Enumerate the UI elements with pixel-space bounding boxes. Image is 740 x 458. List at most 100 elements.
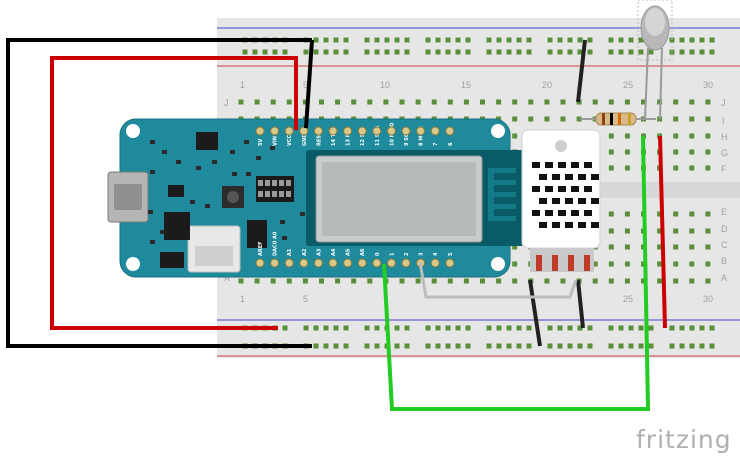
breadboard-hole (431, 278, 437, 284)
breadboard-hole (415, 99, 421, 105)
rail-hole (313, 325, 319, 331)
sensor-grille (532, 162, 599, 228)
pin-label-bottom: 4 (433, 252, 439, 256)
smd-component (282, 236, 287, 240)
breadboard-hole (319, 99, 324, 105)
rail-hole (557, 343, 563, 349)
smd-component (232, 172, 237, 176)
rail-hole (282, 49, 288, 55)
breadboard-hole (657, 211, 663, 217)
rail-hole (669, 343, 675, 349)
pin-pad-bottom (270, 258, 280, 268)
rail-hole (435, 325, 441, 331)
smd-component (150, 170, 155, 174)
chip (160, 252, 184, 268)
row-label-f: F (721, 164, 727, 174)
pin-pad-top (284, 126, 294, 136)
rail-hole (587, 325, 593, 331)
rail-hole (486, 49, 492, 55)
breadboard-hole (689, 149, 695, 155)
header-pin (265, 180, 270, 186)
row-label-j: J (721, 98, 726, 108)
rail-hole (455, 325, 461, 331)
rail-hole (709, 49, 715, 55)
rail-hole (394, 343, 400, 349)
rail-hole (587, 49, 593, 55)
breadboard-hole (624, 133, 630, 139)
rail-hole (384, 37, 390, 43)
rail-hole (567, 343, 573, 349)
rail-hole (435, 343, 441, 349)
breadboard-hole (689, 133, 695, 139)
rail-hole (343, 343, 349, 349)
rail-hole (547, 49, 553, 55)
breadboard-hole (544, 278, 550, 284)
small-components (148, 140, 305, 244)
breadboard-hole (689, 165, 695, 171)
rail-hole (445, 325, 451, 331)
rail-hole (242, 49, 248, 55)
header-pin (258, 191, 263, 197)
breadboard-hole (608, 261, 614, 267)
breadboard-hole (286, 278, 292, 284)
breadboard-hole (544, 99, 550, 105)
breadboard-hole (624, 244, 630, 250)
header-pin (265, 191, 270, 197)
rail-hole (567, 325, 573, 331)
rail-hole (526, 49, 532, 55)
breadboard-hole (560, 99, 566, 105)
row-labels-left: J A (224, 98, 230, 283)
rail-hole (425, 49, 431, 55)
resistor (580, 112, 656, 126)
dht22-sensor (521, 129, 601, 272)
rail-hole (394, 325, 400, 331)
sensor-leg (659, 47, 663, 120)
rail-hole (506, 343, 512, 349)
rail-hole (445, 37, 451, 43)
breadboard-hole (608, 165, 614, 171)
rail-hole (496, 325, 502, 331)
col-label-15: 15 (461, 80, 471, 90)
rail-hole (394, 37, 400, 43)
smd-component (246, 172, 251, 176)
breadboard-hole (657, 228, 663, 234)
grille-slot (578, 198, 586, 204)
rail-hole (435, 37, 441, 43)
col-label-bottom-1: 1 (240, 294, 245, 304)
grille-slot (558, 162, 566, 168)
rail-hole (699, 49, 705, 55)
rail-hole (526, 37, 532, 43)
breadboard-hole (592, 99, 598, 105)
breadboard-hole (657, 244, 663, 250)
pin-pad-bottom (313, 258, 323, 268)
breadboard-hole (608, 211, 614, 217)
rail-hole (577, 49, 583, 55)
row-label-b: B (721, 256, 727, 266)
breadboard-hole (673, 99, 679, 105)
rail-hole (506, 325, 512, 331)
rail-hole (567, 49, 573, 55)
breadboard-hole (367, 99, 373, 105)
rail-hole (465, 343, 471, 349)
grille-slot (565, 198, 573, 204)
breadboard-hole (641, 99, 646, 105)
rail-hole (628, 49, 634, 55)
pin-pad-bottom (445, 258, 455, 268)
rail-hole (679, 343, 685, 349)
breadboard-hole (624, 261, 630, 267)
rail-hole (679, 49, 685, 55)
pin-pad-top (430, 126, 440, 136)
rail-hole (689, 37, 695, 43)
breadboard-hole (624, 165, 630, 171)
rail-hole (628, 37, 634, 43)
rail-hole (465, 37, 471, 43)
breadboard-hole (689, 99, 695, 105)
pin-pad-top (357, 126, 367, 136)
rail-hole (638, 49, 644, 55)
rail-hole (445, 49, 451, 55)
pin-pad-top (343, 126, 353, 136)
rail-hole (689, 343, 695, 349)
pin-label-top: 13 RX (346, 129, 352, 146)
grille-slot (552, 222, 560, 228)
rail-hole (364, 325, 370, 331)
